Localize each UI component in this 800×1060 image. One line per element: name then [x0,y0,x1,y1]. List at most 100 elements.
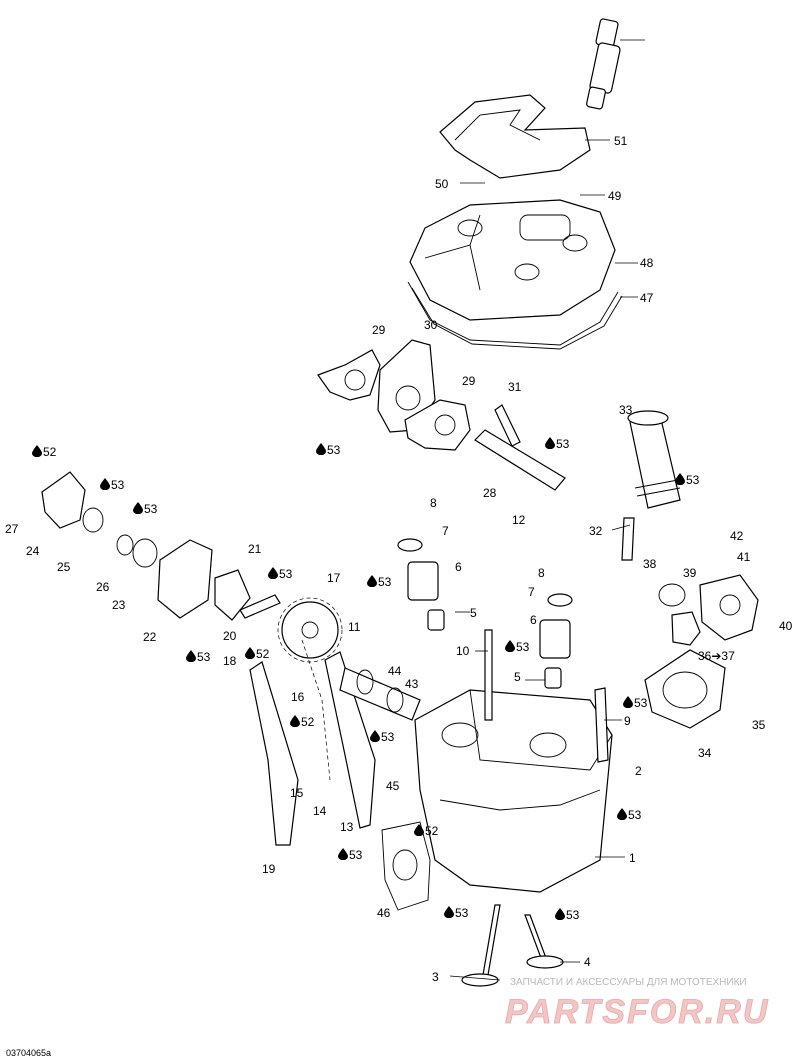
lubricant-code: 53 [566,908,580,922]
lubricant-marks: 52 52 52 52 53 53 53 53 53 53 53 53 53 5… [0,0,700,922]
valve-springs [397,538,573,689]
part-label: 10 [456,644,470,658]
part-label: 36➔37 [698,649,735,663]
lubricant-code: 53 [556,437,570,451]
part-label: 46 [377,906,391,920]
lubricant-mark: 53 [370,730,395,744]
part-label: 51 [614,134,628,148]
lubricant-mark: 53 [545,437,570,451]
part-label: 7 [528,585,535,599]
valve-cover-gasket [407,281,623,350]
ignition-coil [586,18,621,110]
lubricant-code: 52 [43,445,57,459]
lubricant-code: 53 [628,808,642,822]
lubricant-mark: 53 [186,650,211,664]
part-label: 28 [483,486,497,500]
thermostat-housing [658,574,759,646]
lubricant-code: 53 [378,575,392,589]
part-label: 24 [26,544,40,558]
part-label: 50 [435,177,449,191]
part-label: 32 [589,524,603,538]
part-label: 22 [143,630,157,644]
valves [461,904,564,987]
head-gasket [381,821,431,911]
part-label: 7 [442,524,449,538]
lubricant-code: 53 [455,906,469,920]
part-label: 9 [624,714,631,728]
part-label: 13 [340,820,354,834]
lubricant-mark: 52 [290,715,315,729]
part-label: 14 [313,804,327,818]
part-label: 42 [730,529,744,543]
part-label: 16 [291,690,305,704]
part-label: 15 [290,786,304,800]
lubricant-code: 53 [279,567,293,581]
lubricant-mark: 53 [675,473,700,487]
rocker-arms [317,339,471,451]
lubricant-mark: 53 [268,567,293,581]
part-label: 25 [57,560,71,574]
camshaft-position-sensor [41,471,213,619]
lubricant-mark: 53 [133,502,158,516]
part-label: 33 [619,403,633,417]
valve-cover [409,199,616,321]
lubricant-mark: 53 [555,908,580,922]
lubricant-code: 53 [381,730,395,744]
part-label: 43 [405,677,419,691]
lubricant-code: 53 [634,696,648,710]
lubricant-mark: 52 [245,647,270,661]
watermark-line: ЗАПЧАСТИ И АКСЕССУАРЫ ДЛЯ МОТОТЕХНИКИ [510,977,747,988]
lubricant-mark: 53 [0,0,322,453]
lubricant-code: 53 [686,473,700,487]
watermark-logo: PARTSFOR.RU [505,993,769,1031]
lubricant-code: 53 [349,848,363,862]
part-label: 8 [430,496,437,510]
spark-plug-cover [439,94,591,179]
part-label: 2 [635,764,642,778]
part-label: 44 [388,664,402,678]
part-label: 4 [584,955,591,969]
part-label: 12 [512,513,526,527]
reference-code: 03704065a [6,1048,51,1058]
spark-plug-tube [627,410,681,509]
lubricant-code: 53 [111,478,125,492]
lubricant-code: 53 [197,650,211,664]
cam-sprocket [277,597,343,663]
part-label: 45 [386,779,400,793]
lubricant-mark: 52 [32,445,57,459]
leader-lines [449,39,645,981]
timing-chain-guides [249,639,376,846]
intake-adapter [644,649,726,729]
part-label: 26 [96,580,110,594]
part-label: 40 [779,619,793,633]
lubricant-mark: 53 [623,696,648,710]
lubricant-mark: 52 [414,824,439,838]
lubricant-mark: 53 [617,808,642,822]
part-label: 5 [470,606,477,620]
lubricant-mark: 53 [367,575,392,589]
part-label: 31 [508,380,522,394]
part-label: 34 [698,746,712,760]
part-label: 41 [737,550,751,564]
part-label: 5 [514,670,521,684]
part-label: 35 [752,718,766,732]
rocker-shaft [474,404,566,491]
part-label: 47 [640,291,654,305]
part-label: 3 [432,970,439,984]
part-label: 18 [223,654,237,668]
part-label: 11 [348,620,361,634]
part-label: 29 [462,374,476,388]
part-label: 6 [455,560,462,574]
lubricant-code: 53 [516,640,530,654]
lubricant-mark: 53 [100,478,125,492]
lubricant-code: 53 [144,502,158,516]
spark-plug [621,517,635,561]
lubricant-mark: 53 [444,906,469,920]
lubricant-code: 53 [327,443,341,457]
part-label: 29 [372,323,386,337]
part-label: 19 [262,862,276,876]
lubricant-mark: 53 [505,640,530,654]
part-label: 8 [538,566,545,580]
cylinder-head [414,629,613,893]
part-label: 6 [530,613,537,627]
